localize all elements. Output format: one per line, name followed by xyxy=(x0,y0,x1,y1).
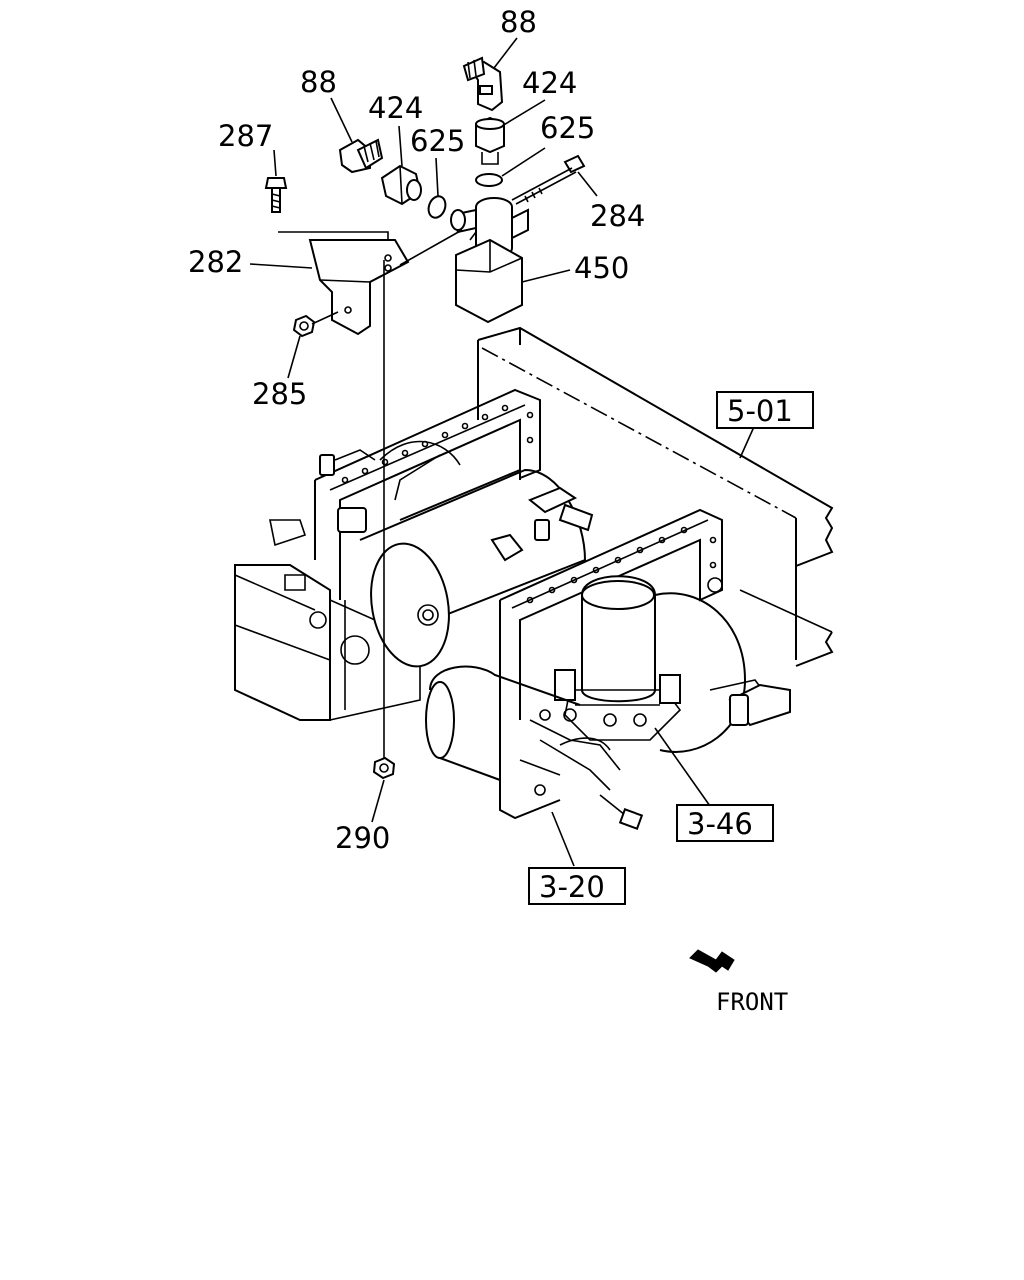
callout-284: 284 xyxy=(590,199,645,233)
part-424-left-nut xyxy=(380,164,422,206)
right-frame-holes xyxy=(526,526,717,604)
frame-holes-side xyxy=(526,411,534,444)
front-label: FRONT xyxy=(716,988,788,1016)
part-88-top-elbow xyxy=(462,56,504,112)
left-mounting-frame xyxy=(234,388,541,721)
part-625-top-oring xyxy=(475,173,503,187)
ref-3-20-label: 3-20 xyxy=(539,870,605,904)
callout-285: 285 xyxy=(252,377,307,411)
callout-290: 290 xyxy=(335,821,390,855)
lower-tank xyxy=(425,665,644,830)
front-arrow-icon xyxy=(689,949,735,973)
part-450-valve xyxy=(450,197,529,324)
callout-282: 282 xyxy=(188,245,243,279)
part-290-nut xyxy=(372,756,396,780)
callout-287: 287 xyxy=(218,119,273,153)
ref-box-5-01[interactable]: 5-01 xyxy=(716,391,814,429)
ref-5-01-label: 5-01 xyxy=(727,394,793,428)
right-air-tank xyxy=(654,592,791,753)
callout-88-left: 88 xyxy=(300,65,337,99)
front-indicator: FRONT xyxy=(689,949,788,1016)
right-mounting-frame xyxy=(499,508,723,820)
callout-88-top: 88 xyxy=(500,5,537,39)
part-88-left-fitting xyxy=(338,138,384,174)
part-625-left-oring xyxy=(427,195,447,219)
part-287-bolt xyxy=(264,177,288,213)
part-424-top-nut xyxy=(475,116,505,165)
ref-box-3-20[interactable]: 3-20 xyxy=(528,867,626,905)
leader-285-shaft xyxy=(311,311,339,325)
air-dryer-canister xyxy=(554,575,682,741)
part-284-bolt xyxy=(511,154,586,205)
callout-424-top: 424 xyxy=(522,66,577,100)
callout-625-top: 625 xyxy=(540,111,595,145)
leader-450-link xyxy=(399,229,463,266)
frame-holes-top xyxy=(341,404,509,484)
part-285-nut xyxy=(292,314,316,338)
callout-424-left: 424 xyxy=(368,91,423,125)
ref-box-3-46[interactable]: 3-46 xyxy=(676,804,774,842)
frame-rail xyxy=(477,326,834,667)
ref-3-46-label: 3-46 xyxy=(687,807,753,841)
part-282-bracket xyxy=(308,239,410,336)
callout-450: 450 xyxy=(574,251,629,285)
left-air-tank xyxy=(359,440,594,668)
callout-625-left: 625 xyxy=(410,124,465,158)
leader-lines xyxy=(249,37,767,867)
